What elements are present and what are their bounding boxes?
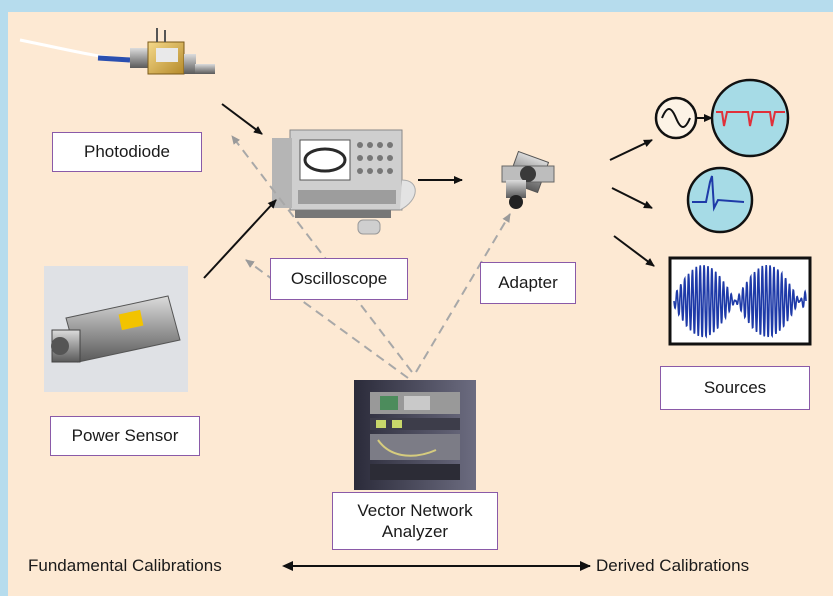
power-sensor-probe-icon: [44, 266, 188, 392]
sine-source-icon: [654, 96, 713, 140]
photodiode-device-icon: [19, 28, 215, 75]
dashed-arrow-vna-to-adapter: [415, 213, 511, 373]
derived-calibrations-text: Derived Calibrations: [596, 556, 750, 575]
pulse-pattern-signal-icon: [710, 78, 790, 158]
arrow-adapter-to-source-1: [609, 139, 653, 161]
label-photodiode: Photodiode: [52, 132, 202, 172]
impulse-signal-icon: [686, 166, 754, 234]
coaxial-adapter-icon: [501, 150, 555, 209]
arrow-photodiode-to-oscilloscope: [221, 103, 263, 135]
arrow-adapter-to-source-3: [613, 235, 655, 267]
label-vector-network-analyzer: Vector Network Analyzer: [332, 492, 498, 550]
fundamental-calibrations-text: Fundamental Calibrations: [28, 556, 222, 575]
dashed-arrow-vna-to-photodiode: [231, 135, 413, 373]
label-power-sensor: Power Sensor: [50, 416, 200, 456]
network-analyzer-rack-icon: [354, 380, 476, 490]
arrow-adapter-to-source-2: [611, 187, 653, 209]
modulated-waveform-icon: [668, 256, 812, 346]
label-oscilloscope: Oscilloscope: [270, 258, 408, 300]
label-sources: Sources: [660, 366, 810, 410]
oscilloscope-instrument-icon: [272, 129, 416, 235]
label-adapter: Adapter: [480, 262, 576, 304]
arrow-powersensor-to-oscilloscope: [203, 199, 277, 279]
